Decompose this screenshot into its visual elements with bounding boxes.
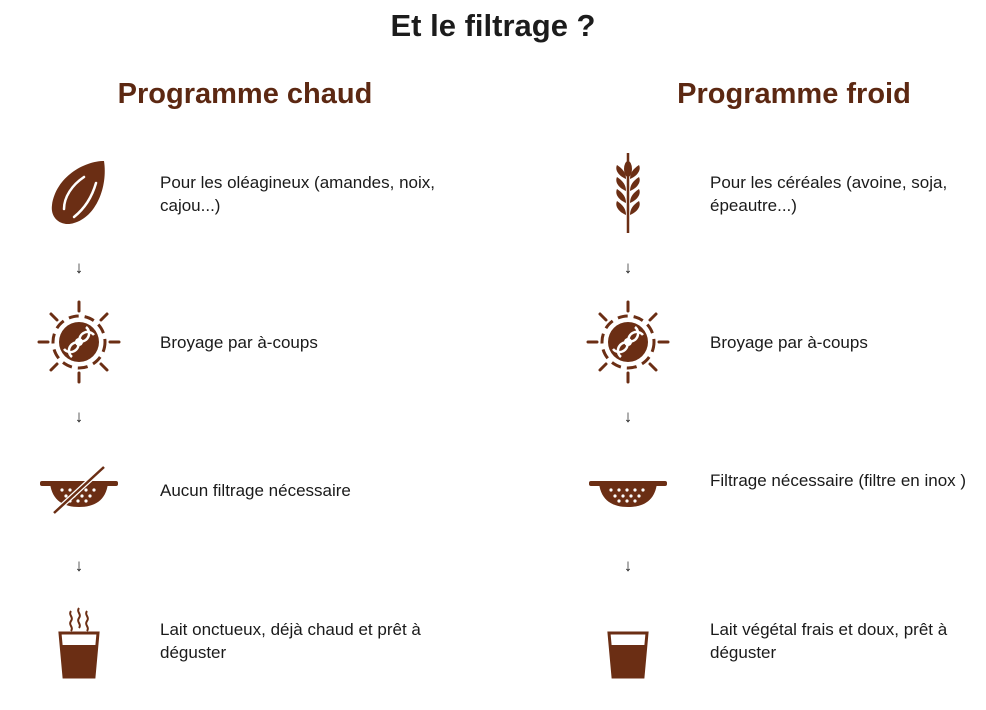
cold-cup-icon [583, 595, 673, 685]
arrow-down-icon: ↓ [623, 556, 633, 575]
arrow-down-icon: ↓ [74, 407, 84, 426]
step-text: Lait végétal frais et doux, prêt à dégus… [710, 620, 948, 662]
grinding-icon [34, 297, 124, 387]
grinding-icon [583, 297, 673, 387]
arrow-down-icon: ↓ [74, 258, 84, 277]
heading-programme-froid: Programme froid [677, 78, 911, 110]
no-strainer-icon [34, 445, 124, 535]
step-text: Aucun filtrage nécessaire [160, 481, 351, 500]
step-text: Filtrage nécessaire (filtre en inox ) [710, 471, 967, 490]
step-text: Pour les céréales (avoine, soja, épeautr… [710, 173, 948, 215]
step-text: Broyage par à-coups [710, 333, 868, 352]
arrow-down-icon: ↓ [623, 258, 633, 277]
arrow-down-icon: ↓ [74, 556, 84, 575]
page-title: Et le filtrage ? [390, 8, 596, 43]
step-text: Pour les oléagineux (amandes, noix, cajo… [160, 173, 435, 215]
strainer-icon [583, 445, 673, 535]
wheat-icon [583, 147, 673, 237]
step-text: Broyage par à-coups [160, 333, 318, 352]
step-text: Lait onctueux, déjà chaud et prêt à dégu… [160, 620, 421, 662]
arrow-down-icon: ↓ [623, 407, 633, 426]
hot-cup-icon [34, 595, 124, 685]
almond-icon [34, 147, 124, 237]
heading-programme-chaud: Programme chaud [117, 78, 373, 110]
